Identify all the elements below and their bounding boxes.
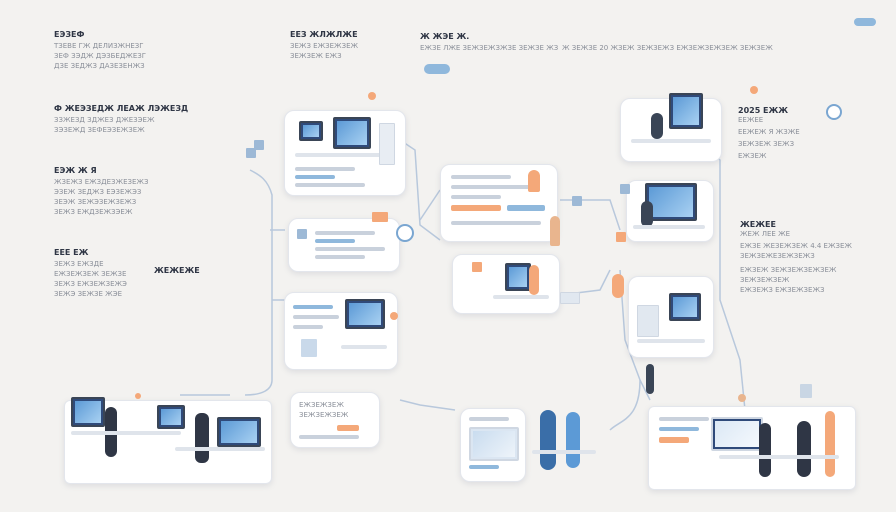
left-block-4-heading: ЕЕЕ ЕЖ bbox=[54, 248, 89, 257]
card-message: ЕЖЗЕЖЗЕЖ ЗЕЖЗЕЖЗЕЖ bbox=[290, 392, 380, 448]
right-block-1-line: ЕЖЗЕЖ bbox=[738, 152, 767, 160]
left-block-4-side-label: ЖЕЖЕЖЕ bbox=[154, 266, 200, 275]
card-message-line: ЕЖЗЕЖЗЕЖ bbox=[299, 401, 344, 409]
person-icon bbox=[641, 201, 653, 227]
person-icon bbox=[759, 423, 771, 477]
monitor-icon bbox=[299, 121, 323, 141]
left-block-1-heading: ЕЭЗЕФ bbox=[54, 30, 85, 39]
person-icon bbox=[651, 113, 663, 139]
monitor-icon bbox=[669, 293, 701, 321]
card-workstation-top bbox=[284, 110, 406, 196]
person-icon bbox=[825, 411, 835, 477]
lamp-icon bbox=[738, 394, 746, 402]
top-mid-pill bbox=[424, 64, 450, 74]
left-block-2-line: ЗЭЗЕЖД ЗЕФЕЭЗЕЖЗЕЖ bbox=[54, 126, 145, 134]
lamp-icon bbox=[368, 92, 376, 100]
server-icon bbox=[637, 305, 659, 337]
card-office-top-right bbox=[620, 93, 722, 162]
left-block-4-line: ЕЖЗЕЖЗЕЖ ЗЕЖЗЕ bbox=[54, 270, 127, 278]
monitor-icon bbox=[157, 405, 185, 429]
left-block-2-heading: Ф ЖЕЭЗЕДЖ ЛЕАЖ ЛЭЖЕЗД bbox=[54, 104, 189, 113]
server-icon bbox=[301, 339, 317, 357]
monitor-icon bbox=[333, 117, 371, 149]
right-block-2-heading: ЖЕЖЕЕ bbox=[740, 220, 776, 229]
top-center-line: ЗЕЖЗ ЕЖЗЕЖЗЕЖ bbox=[290, 42, 359, 50]
lamp-icon bbox=[390, 312, 398, 320]
orange-box-icon bbox=[472, 262, 482, 272]
monitor-icon bbox=[711, 417, 763, 451]
card-message-line: ЗЕЖЗЕЖЗЕЖ bbox=[299, 411, 349, 419]
monitor-icon bbox=[71, 397, 105, 427]
office-scene-left bbox=[64, 393, 272, 484]
person-icon bbox=[195, 413, 209, 463]
person-icon bbox=[612, 274, 624, 298]
globe-icon bbox=[396, 224, 414, 242]
right-block-1-line: ЕЕЖЕЖ Я ЖЗЖЕ bbox=[738, 128, 800, 136]
person-icon bbox=[529, 265, 539, 295]
left-block-1-line: ЗЕФ ЗЭДЖ ДЭЗБЕДЖЕЗГ bbox=[54, 52, 147, 60]
server-icon bbox=[254, 140, 264, 150]
monitor-icon bbox=[669, 93, 703, 129]
top-mid-line: ЕЖЗЕ ЛЖЕ ЗЕЖЗЕЖЗЖЗЕ ЗЕЖЗЕ ЖЗ bbox=[420, 44, 559, 52]
card-list-middle bbox=[288, 218, 400, 272]
left-block-3-line: ЗЕЭЖ ЗЕЖЭЗЕЖЗЕЖЗ bbox=[54, 198, 137, 206]
server-icon bbox=[379, 123, 395, 165]
left-block-4-line: ЗЕЖЗ ЕЖЗДЕ bbox=[54, 260, 104, 268]
left-block-3-line: ЭЗЕЖ ЗЕДЖЗ ЕЭЗЕЖЭЗ bbox=[54, 188, 142, 196]
lamp-icon bbox=[750, 86, 758, 94]
card-workstation-right bbox=[626, 180, 714, 242]
server-icon bbox=[620, 184, 630, 194]
server-icon bbox=[297, 229, 307, 239]
office-scene-right bbox=[648, 406, 856, 490]
right-block-2-line: ЕЖЗЕЖ ЗЕЖЗЕЖЗЕЖЗЕЖ bbox=[740, 266, 837, 274]
left-block-3-line: ЗЕЖЗ ЕЖДЗЕЖЗЭЕЖ bbox=[54, 208, 133, 216]
right-block-1-line: ЗЕЖЗЕЖ ЗЕЖЗ bbox=[738, 140, 795, 148]
left-block-4-line: ЗЕЖЭ ЗЕЖЗЕ ЖЭЕ bbox=[54, 290, 123, 298]
server-icon bbox=[572, 196, 582, 206]
left-block-2-line: ЗЗЖЕЗД ЗДЖЕЗ ДЖЕЗЭЕЖ bbox=[54, 116, 155, 124]
right-block-2-line: ЗЕЖЗЕЖЗЕЖ bbox=[740, 276, 790, 284]
monitor-icon bbox=[217, 417, 261, 447]
gear-icon bbox=[826, 104, 842, 120]
top-mid-heading: Ж ЖЭЕ Ж. bbox=[420, 32, 470, 41]
card-analytics bbox=[284, 292, 398, 370]
person-icon bbox=[540, 410, 556, 470]
person-icon bbox=[646, 364, 654, 394]
left-block-1-line: ТЗЕВЕ ГЖ ДЕЛИЗЖНЕЗГ bbox=[54, 42, 144, 50]
person-icon bbox=[797, 421, 811, 477]
monitor-icon bbox=[469, 427, 519, 461]
right-block-2-line: ЕЖЗЕ ЖЕЗЕЖЗЕЖ 4.4 ЕЖЗЕЖ bbox=[740, 242, 852, 250]
left-block-1-line: ДЗЕ ЗЕДЖЗ ДАЗЕЗЕНЖЗ bbox=[54, 62, 145, 70]
orange-box-icon bbox=[616, 232, 626, 242]
right-block-2-line: ЕЖЗЕЖЗ ЕЖЗЕЖЗЕЖЗ bbox=[740, 286, 825, 294]
right-block-1-heading: 2025 ЕЖЖ bbox=[738, 106, 789, 115]
left-block-4-line: ЗЕЖЗ ЕЖЗЕЖЗЕЖЭ bbox=[54, 280, 127, 288]
top-right-pill bbox=[854, 18, 876, 26]
left-block-3-heading: ЕЭЖ Ж Я bbox=[54, 166, 97, 175]
top-right-line: Ж ЗЕЖЗЕ 20 ЖЗЕЖ ЗЕЖЗЕЖЗ ЕЖЗЕЖЗЕЖЗЕЖ ЗЕЖЗ… bbox=[562, 44, 773, 52]
right-block-1-line: ЕЕЖЕЕ bbox=[738, 116, 764, 124]
top-center-line: ЗЕЖЗЕЖ ЕЖЗ bbox=[290, 52, 342, 60]
person-icon bbox=[550, 216, 560, 246]
server-icon bbox=[246, 148, 256, 158]
card-form bbox=[440, 164, 558, 242]
right-block-2-line: ЖЕЖ ЛЕЕ ЖЕ bbox=[740, 230, 791, 238]
top-center-heading: ЕЕЗ ЖЛЖЛЖЕ bbox=[290, 30, 358, 39]
card-profile bbox=[460, 408, 526, 482]
person-icon bbox=[528, 170, 540, 192]
person-icon bbox=[566, 412, 580, 468]
monitor-icon bbox=[505, 263, 531, 291]
left-block-3-line: ЖЗЕЖЗ ЕЖЗДЕЗЖЕЗЕЖЗ bbox=[54, 178, 149, 186]
right-block-2-line: ЗЕЖЗЕЖЕЗЕЖЗЕЖЗ bbox=[740, 252, 815, 260]
server-icon bbox=[560, 292, 580, 304]
lamp-icon bbox=[135, 393, 141, 399]
card-server-room bbox=[628, 276, 714, 358]
orange-box-icon bbox=[372, 212, 388, 222]
monitor-icon bbox=[345, 299, 385, 329]
card-workstation-center bbox=[452, 254, 560, 314]
server-icon bbox=[800, 384, 812, 398]
